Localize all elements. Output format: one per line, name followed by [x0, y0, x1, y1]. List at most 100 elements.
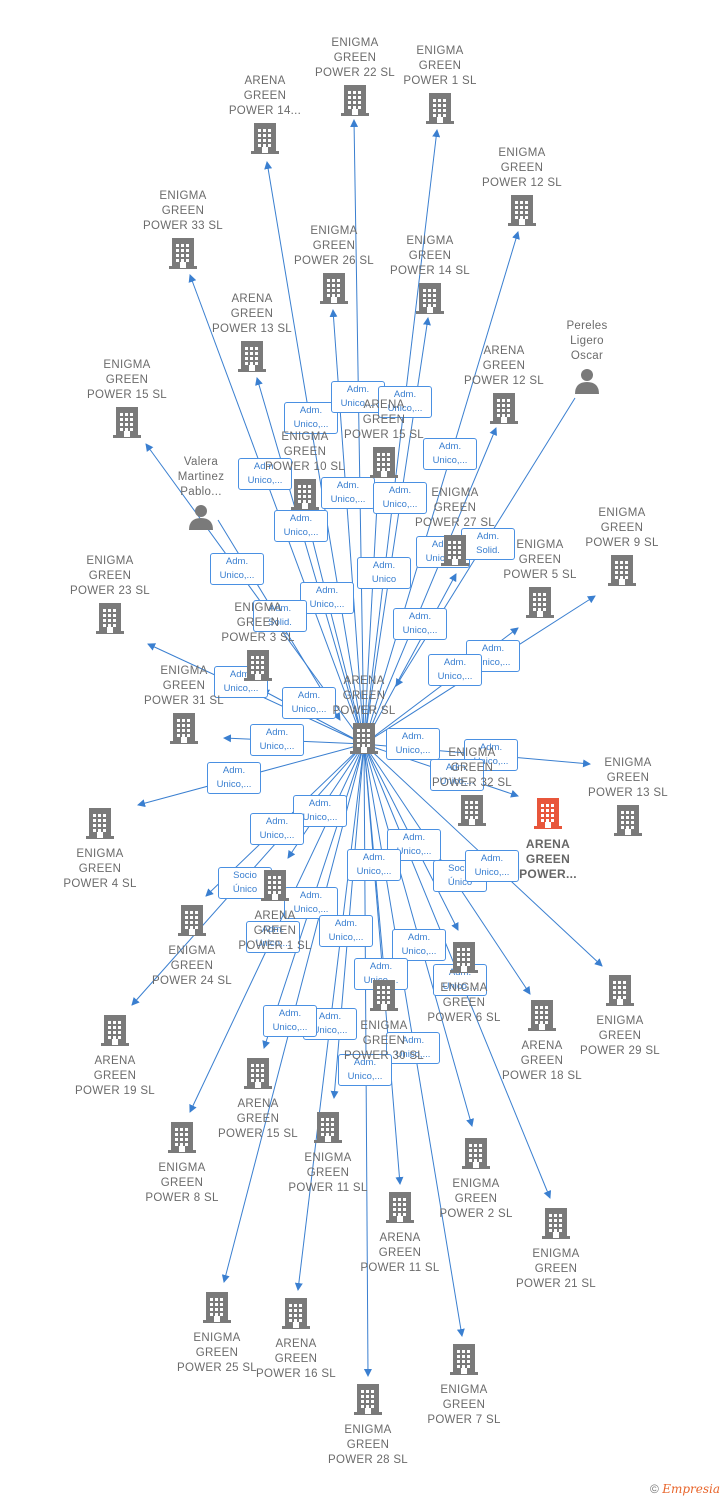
edge-role-label[interactable]: Adm. Unico,...: [378, 386, 432, 418]
node-n13[interactable]: ENIGMA GREEN POWER 10 SL: [253, 430, 357, 518]
edge-role-label[interactable]: Adm. Unico,...: [373, 482, 427, 514]
building-icon: [332, 445, 436, 484]
node-n22[interactable]: ENIGMA GREEN POWER 32 SL: [420, 746, 524, 834]
edge-role-label[interactable]: Adm. Unico,...: [428, 654, 482, 686]
edge-role-label[interactable]: Adm. Unico,...: [263, 1005, 317, 1037]
edge-role-label[interactable]: Adm. Unico,...: [207, 762, 261, 794]
edge-role-label[interactable]: Adm. Unico,...: [274, 510, 328, 542]
node-n16[interactable]: ENIGMA GREEN POWER 9 SL: [570, 506, 674, 594]
node-n21[interactable]: ARENA GREEN POWER SL: [312, 674, 416, 762]
edge-role-label[interactable]: Adm. Unico,...: [250, 813, 304, 845]
edge-role-label[interactable]: Adm. Unico,...: [386, 728, 440, 760]
node-label: ARENA GREEN POWER...: [519, 837, 577, 881]
node-n23[interactable]: ENIGMA GREEN POWER 13 SL: [576, 756, 680, 844]
node-n28[interactable]: ENIGMA GREEN POWER 6 SL: [412, 938, 516, 1026]
node-n24[interactable]: ARENA GREEN POWER...: [496, 794, 600, 882]
edge-role-label[interactable]: Adm. Unico,...: [319, 915, 373, 947]
building-icon: [568, 973, 672, 1012]
building-icon: [420, 793, 524, 832]
building-icon: [470, 193, 574, 232]
node-n27[interactable]: ENIGMA GREEN POWER 24 SL: [140, 901, 244, 989]
node-n29[interactable]: ENIGMA GREEN POWER 29 SL: [568, 971, 672, 1059]
node-n2[interactable]: ENIGMA GREEN POWER 1 SL: [388, 44, 492, 132]
building-icon: [424, 1136, 528, 1175]
node-n7[interactable]: ENIGMA GREEN POWER 14 SL: [378, 234, 482, 322]
node-n31[interactable]: ARENA GREEN POWER 18 SL: [490, 996, 594, 1084]
node-n25[interactable]: ENIGMA GREEN POWER 4 SL: [48, 804, 152, 892]
node-n35[interactable]: ENIGMA GREEN POWER 8 SL: [130, 1118, 234, 1206]
building-icon: [206, 1056, 310, 1095]
node-n32[interactable]: ARENA GREEN POWER 19 SL: [63, 1011, 167, 1099]
node-n11[interactable]: ENIGMA GREEN POWER 15 SL: [75, 358, 179, 446]
node-n19[interactable]: ENIGMA GREEN POWER 3 SL: [206, 601, 310, 689]
edge-role-label[interactable]: Adm. Unico,...: [392, 929, 446, 961]
node-n9[interactable]: Pereles Ligero Oscar: [535, 319, 639, 401]
edge-9: [363, 427, 497, 745]
footer: © Empresia: [650, 1482, 720, 1496]
node-n5[interactable]: ENIGMA GREEN POWER 33 SL: [131, 189, 235, 277]
edge-role-label[interactable]: Adm. Unico,...: [284, 887, 338, 919]
edge-role-label[interactable]: Adm. Unico,...: [210, 553, 264, 585]
node-n17[interactable]: ENIGMA GREEN POWER 5 SL: [488, 538, 592, 626]
node-n26[interactable]: ARENA GREEN POWER 1 SL: [223, 866, 327, 954]
edge-role-label[interactable]: Adm. Unico,...: [331, 381, 385, 413]
node-n20[interactable]: ENIGMA GREEN POWER 31 SL: [132, 664, 236, 752]
node-label: ARENA GREEN POWER 18 SL: [502, 1040, 582, 1082]
node-n1[interactable]: ENIGMA GREEN POWER 22 SL: [303, 36, 407, 124]
edge-role-label[interactable]: Adm. Unico,...: [423, 438, 477, 470]
node-n10[interactable]: ARENA GREEN POWER 12 SL: [452, 344, 556, 432]
edge-role-label[interactable]: Adm. Unico,...: [347, 849, 401, 881]
building-icon: [63, 1013, 167, 1052]
node-n39[interactable]: ENIGMA GREEN POWER 25 SL: [165, 1288, 269, 1376]
node-n6[interactable]: ENIGMA GREEN POWER 26 SL: [282, 224, 386, 312]
edge-role-label[interactable]: Adm. Unico,...: [238, 458, 292, 490]
building-icon: [223, 868, 327, 907]
edge-role-label[interactable]: Adm. Unico,...: [386, 1032, 440, 1064]
node-label: ENIGMA GREEN POWER 9 SL: [585, 507, 659, 549]
node-n34[interactable]: ENIGMA GREEN POWER 11 SL: [276, 1108, 380, 1196]
edge-12: [363, 573, 457, 745]
node-n40[interactable]: ARENA GREEN POWER 16 SL: [244, 1294, 348, 1382]
edge-role-label[interactable]: Adm. Unico,...: [284, 402, 338, 434]
node-n41[interactable]: ENIGMA GREEN POWER 7 SL: [412, 1340, 516, 1428]
building-icon: [58, 601, 162, 640]
node-n36[interactable]: ENIGMA GREEN POWER 2 SL: [424, 1134, 528, 1222]
node-label: ENIGMA GREEN POWER 13 SL: [588, 757, 668, 799]
edge-role-label[interactable]: Adm. Unico,...: [282, 687, 336, 719]
node-label: ENIGMA GREEN POWER 8 SL: [145, 1162, 219, 1204]
node-n8[interactable]: ARENA GREEN POWER 13 SL: [200, 292, 304, 380]
node-label: ENIGMA GREEN POWER 23 SL: [70, 555, 150, 597]
node-n18[interactable]: ENIGMA GREEN POWER 23 SL: [58, 554, 162, 642]
edge-10: [363, 485, 382, 745]
edge-role-label[interactable]: Adm. Unico,...: [246, 921, 300, 953]
edge-role-label[interactable]: Adm. Unico: [357, 557, 411, 589]
node-n3[interactable]: ARENA GREEN POWER 14...: [213, 74, 317, 162]
node-n42[interactable]: ENIGMA GREEN POWER 28 SL: [316, 1380, 420, 1468]
node-n4[interactable]: ENIGMA GREEN POWER 12 SL: [470, 146, 574, 234]
building-icon: [412, 940, 516, 979]
node-label: ARENA GREEN POWER 15 SL: [218, 1098, 298, 1140]
brand-logo[interactable]: Empresia: [662, 1482, 720, 1496]
edge-role-label[interactable]: Socio Único: [218, 867, 272, 899]
node-label: ENIGMA GREEN POWER 5 SL: [503, 539, 577, 581]
node-n33[interactable]: ARENA GREEN POWER 15 SL: [206, 1054, 310, 1142]
node-n14[interactable]: Valera Martinez Pablo...: [149, 455, 253, 537]
edge-role-label[interactable]: Adm. Unico,...: [214, 666, 268, 698]
node-label: ARENA GREEN POWER 11 SL: [360, 1232, 440, 1274]
node-n37[interactable]: ARENA GREEN POWER 11 SL: [348, 1188, 452, 1276]
node-n38[interactable]: ENIGMA GREEN POWER 21 SL: [504, 1204, 608, 1292]
edge-role-label[interactable]: Adm. Solid.: [253, 600, 307, 632]
node-label: ENIGMA GREEN POWER 33 SL: [143, 190, 223, 232]
node-n15[interactable]: ENIGMA GREEN POWER 27 SL: [403, 486, 507, 574]
edge-role-label[interactable]: Adm. Unico,...: [430, 759, 484, 791]
edge-role-label[interactable]: Adm. Unico,...: [300, 582, 354, 614]
edge-role-label[interactable]: Adm. Unico,...: [321, 477, 375, 509]
edge-role-label[interactable]: Adm. Unico,...: [338, 1054, 392, 1086]
node-label: ENIGMA GREEN POWER 30 SL: [344, 1020, 424, 1062]
node-n30[interactable]: ENIGMA GREEN POWER 30 SL: [332, 976, 436, 1064]
node-n12[interactable]: ARENA GREEN POWER 15 SL: [332, 398, 436, 486]
edge-role-label[interactable]: Adm. Unico,...: [465, 850, 519, 882]
edge-role-label[interactable]: Adm. Unico,...: [250, 724, 304, 756]
edge-role-label[interactable]: Adm. Solid.: [461, 528, 515, 560]
edge-role-label[interactable]: Adm. Unico,...: [393, 608, 447, 640]
